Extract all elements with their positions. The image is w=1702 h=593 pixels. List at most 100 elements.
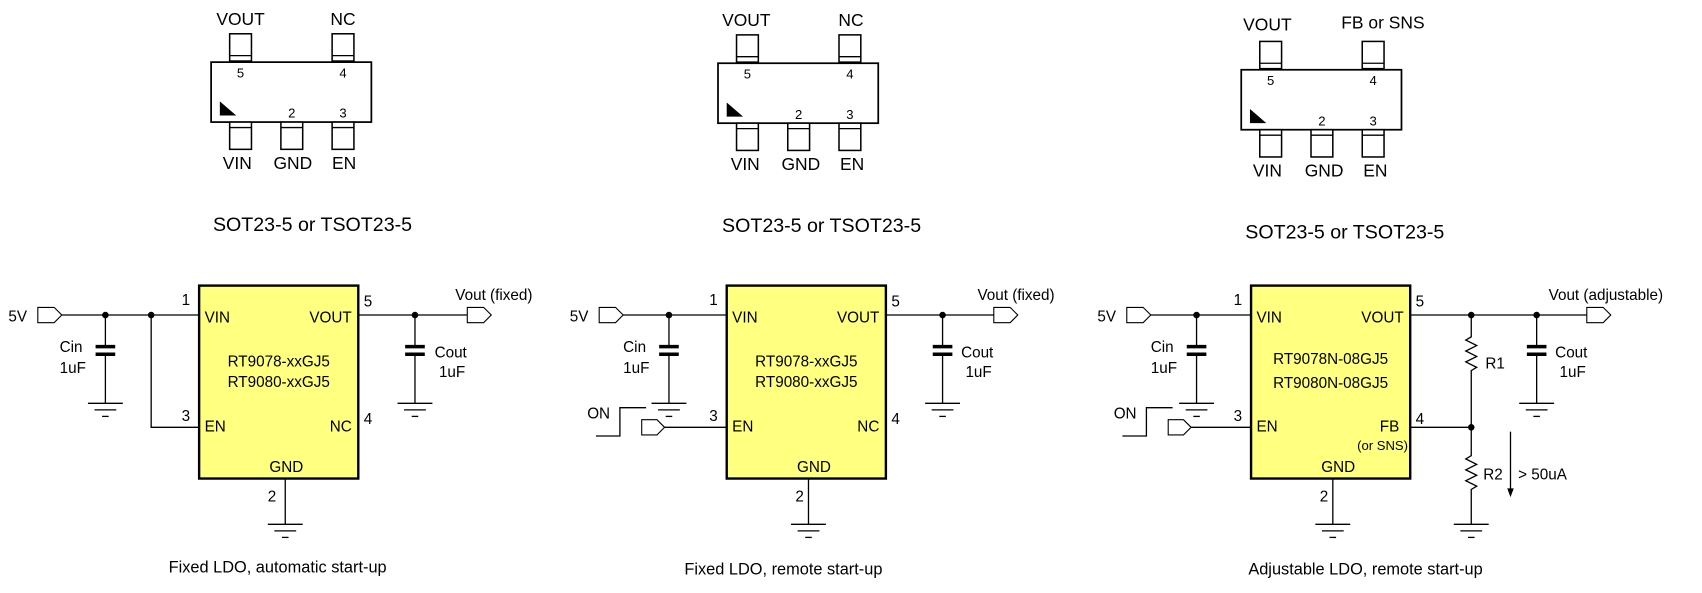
circuit-caption: Adjustable LDO, remote start-up xyxy=(1248,560,1482,578)
ground-symbol-icon xyxy=(1453,523,1489,539)
pkg-pin-number: 3 xyxy=(1370,113,1377,128)
pin-number: 5 xyxy=(364,293,372,310)
pad-3 xyxy=(838,122,862,152)
input-label: 5V xyxy=(570,309,589,326)
input-label: 5V xyxy=(8,309,27,326)
cout-value: 1uF xyxy=(965,364,991,381)
pin-number: 5 xyxy=(891,293,899,310)
ground-symbol-icon xyxy=(1179,402,1214,418)
pkg-pin-label: VIN xyxy=(223,153,252,173)
ground-symbol-icon xyxy=(1315,523,1351,539)
ic-pin-vout: VOUT xyxy=(837,310,879,327)
pad-5 xyxy=(735,34,760,63)
ic-pin-fb: FB xyxy=(1380,419,1400,436)
circuit-caption: Fixed LDO, remote start-up xyxy=(684,560,882,578)
en-port-icon xyxy=(641,419,666,436)
part-number: RT9080-xxGJ5 xyxy=(228,374,330,391)
pin-number: 3 xyxy=(709,408,717,425)
package-name: SOT23-5 or TSOT23-5 xyxy=(213,214,412,236)
ic-body xyxy=(197,284,360,480)
cin-label: Cin xyxy=(60,339,83,356)
package-outline-2: VOUT NC 5 4 2 3 VIN GND EN SOT23-5 or TS… xyxy=(717,10,921,237)
ground-symbol-icon xyxy=(791,523,826,539)
cin-value: 1uF xyxy=(1151,360,1177,377)
on-step-waveform-icon xyxy=(595,407,647,437)
package-body xyxy=(210,61,373,123)
output-port-icon xyxy=(466,306,493,324)
ic-pin-fb-alt: (or SNS) xyxy=(1357,438,1408,453)
pad-5 xyxy=(228,33,253,62)
on-step-waveform-icon xyxy=(1122,407,1173,437)
ic-body xyxy=(725,284,888,480)
pin-number: 1 xyxy=(1234,292,1242,309)
cout-label: Cout xyxy=(435,345,468,362)
pkg-pin-label: NC xyxy=(330,9,355,29)
package-outline-3: VOUT FB or SNS 5 4 2 3 VIN GND EN SOT23-… xyxy=(1240,12,1444,244)
package-name: SOT23-5 or TSOT23-5 xyxy=(722,215,921,237)
ic-pin-vin: VIN xyxy=(205,310,230,327)
pad-1 xyxy=(228,121,253,151)
ground-symbol-icon xyxy=(651,402,687,418)
pad-2 xyxy=(787,122,811,152)
en-port-icon xyxy=(1167,419,1192,436)
pkg-pin-number: 5 xyxy=(744,66,751,81)
part-number: RT9078-xxGJ5 xyxy=(228,353,330,370)
ic-pin-vout: VOUT xyxy=(309,310,351,327)
on-signal-label: ON xyxy=(1114,406,1137,423)
pad-4 xyxy=(838,34,862,63)
ground-symbol-icon xyxy=(925,402,961,418)
pkg-pin-label: VIN xyxy=(731,154,760,174)
ic-pin-gnd: GND xyxy=(1321,459,1355,476)
on-signal-label: ON xyxy=(587,406,610,423)
pkg-pin-number: 4 xyxy=(846,66,853,81)
pkg-pin-number: 4 xyxy=(1370,73,1377,88)
part-number: RT9078N-08GJ5 xyxy=(1273,351,1388,368)
arrow-head-icon xyxy=(1507,488,1514,498)
pin-number: 2 xyxy=(268,488,276,505)
pkg-pin-number: 4 xyxy=(339,65,346,80)
ic-pin-en: EN xyxy=(205,419,226,436)
circuit-adjustable-remote: 5V Cin 1uF ON 1 3 5 4 VIN VOUT RT9078N-0… xyxy=(1097,284,1663,578)
pad-2 xyxy=(280,121,304,151)
circuit-fixed-auto: 5V Cin 1uF 1 3 5 4 VIN VOUT RT9078-xxGJ5… xyxy=(8,284,532,576)
pad-1 xyxy=(735,122,760,152)
pad-1 xyxy=(1259,128,1283,158)
pkg-pin-number: 2 xyxy=(288,106,295,121)
pkg-pin-label: VIN xyxy=(1253,161,1282,181)
pkg-pin-label: GND xyxy=(781,154,820,174)
r2-label: R2 xyxy=(1483,467,1503,484)
pin-number: 4 xyxy=(364,411,373,428)
output-port-icon xyxy=(993,306,1019,324)
cout-label: Cout xyxy=(961,345,994,362)
ground-symbol-icon xyxy=(87,402,123,418)
input-label: 5V xyxy=(1097,309,1116,326)
pin1-marker-icon xyxy=(1249,109,1267,124)
ic-pin-vin: VIN xyxy=(1257,310,1282,327)
ic-pin-gnd: GND xyxy=(269,459,303,476)
pkg-pin-label: VOUT xyxy=(1243,15,1292,35)
pkg-pin-label: EN xyxy=(840,154,864,174)
ic-pin-en: EN xyxy=(732,419,753,436)
package-body xyxy=(1240,68,1403,131)
pkg-pin-label: EN xyxy=(332,153,356,173)
output-port-icon xyxy=(1586,306,1612,324)
pkg-pin-label: GND xyxy=(274,153,313,173)
package-name: SOT23-5 or TSOT23-5 xyxy=(1245,222,1444,244)
output-label: Vout (fixed) xyxy=(977,287,1054,304)
pad-5 xyxy=(1259,40,1283,70)
ic-body xyxy=(1249,284,1412,480)
pad-4 xyxy=(1361,40,1385,70)
part-number: RT9080-xxGJ5 xyxy=(755,374,857,391)
current-label: > 50uA xyxy=(1518,467,1568,484)
ground-symbol-icon xyxy=(1519,402,1555,418)
cout-label: Cout xyxy=(1555,345,1588,362)
ground-symbol-icon xyxy=(397,402,433,418)
resistor-r1 xyxy=(1464,315,1479,428)
pkg-pin-label: FB or SNS xyxy=(1341,12,1424,32)
input-port-icon xyxy=(598,306,624,324)
input-port-icon xyxy=(37,306,63,324)
input-port-icon xyxy=(1126,306,1152,324)
pad-4 xyxy=(331,33,355,62)
pin-number: 2 xyxy=(795,488,803,505)
